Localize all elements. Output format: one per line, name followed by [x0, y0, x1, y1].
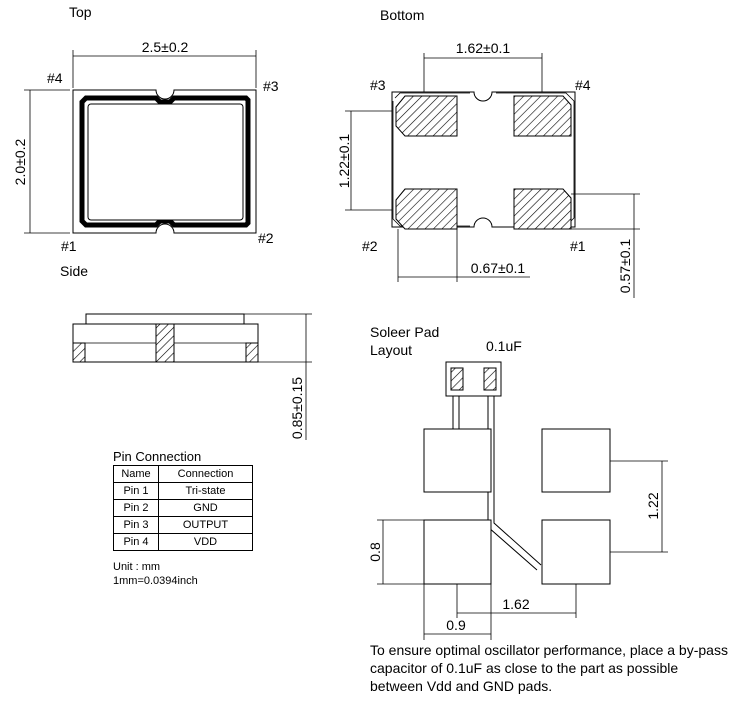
- top-body-outline: [72, 89, 257, 234]
- bottom-pad-1: [513, 188, 572, 230]
- layout-hpitch-dim: 1.62: [502, 596, 529, 612]
- bottom-pin4-label: #4: [575, 77, 591, 93]
- table-cell-connection: VDD: [158, 533, 253, 551]
- top-lid-outline: [79, 95, 251, 228]
- bottom-pad-4: [513, 95, 572, 137]
- bottom-pad-3: [395, 95, 458, 137]
- table-header-connection: Connection: [158, 465, 253, 483]
- table-row: Pin 3 OUTPUT: [113, 516, 253, 534]
- layout-padheight-dim: 0.8: [367, 542, 383, 562]
- trace-to-vdd: [452, 396, 460, 429]
- table-cell-pin: Pin 2: [113, 499, 159, 517]
- top-pin1-label: #1: [61, 238, 77, 254]
- bottom-pin1-label: #1: [570, 238, 586, 254]
- table-cell-pin: Pin 3: [113, 516, 159, 534]
- top-pin4-label: #4: [47, 70, 63, 86]
- layout-pad-top-right: [541, 428, 611, 493]
- top-pin3-label: #3: [263, 78, 279, 94]
- side-thickness-dim: 0.85±0.15: [289, 377, 305, 439]
- table-row: Pin 4 VDD: [113, 533, 253, 551]
- layout-vpitch-dim: 1.22: [645, 492, 661, 519]
- side-view: Side 0.85±0.15: [60, 263, 312, 440]
- table-cell-connection: Tri-state: [158, 482, 253, 500]
- top-view: Top 2.5±0.2 2.0±0.2 #4 #3 #1 #2: [12, 4, 279, 254]
- unit-conversion: 1mm=0.0394inch: [113, 575, 198, 587]
- side-terminal-center: [155, 323, 175, 363]
- table-cell-pin: Pin 4: [113, 533, 159, 551]
- bottom-padwidth-dim: 0.67±0.1: [471, 260, 526, 276]
- bottom-pad-2: [395, 188, 458, 230]
- bottom-vpitch-dim: 1.22±0.1: [336, 134, 352, 189]
- top-lid-inner: [87, 103, 244, 221]
- pad-layout-title-line1: Soleer Pad: [370, 324, 439, 340]
- bottom-pitch-dim: 1.62±0.1: [456, 40, 511, 56]
- trace-to-gnd: [487, 396, 542, 571]
- table-cell-connection: OUTPUT: [158, 516, 253, 534]
- layout-padwidth-dim: 0.9: [446, 617, 466, 633]
- table-row: Pin 1 Tri-state: [113, 482, 253, 500]
- pin-connection-title: Pin Connection: [113, 449, 201, 464]
- unit-label: Unit : mm: [113, 561, 160, 573]
- top-pin2-label: #2: [258, 230, 274, 246]
- bottom-pin3-label: #3: [370, 77, 386, 93]
- top-height-dim: 2.0±0.2: [12, 138, 28, 185]
- capacitor-pad-right: [483, 367, 497, 391]
- layout-pad-bottom-left: [423, 519, 492, 585]
- pad-layout-title-line2: Layout: [370, 342, 412, 358]
- top-view-title: Top: [69, 4, 92, 20]
- table-cell-connection: GND: [158, 499, 253, 517]
- pad-layout-title: Soleer Pad Layout: [370, 324, 443, 358]
- table-header-row: Name Connection: [113, 465, 253, 483]
- table-header-name: Name: [113, 465, 159, 483]
- bottom-view: Bottom 1.62±0.1 1.22±0.1 #3 #4 #2 #1 0.6…: [336, 7, 640, 298]
- side-terminal-left: [72, 342, 86, 363]
- pin-connection-table: Name Connection Pin 1 Tri-state Pin 2 GN…: [113, 465, 253, 551]
- layout-pad-top-left: [423, 428, 492, 493]
- table-row: Pin 2 GND: [113, 499, 253, 517]
- side-terminal-right: [245, 342, 259, 363]
- table-cell-pin: Pin 1: [113, 482, 159, 500]
- bottom-pin2-label: #2: [362, 238, 378, 254]
- side-lid: [85, 313, 245, 325]
- capacitor-label: 0.1uF: [486, 338, 522, 354]
- bottom-padheight-dim: 0.57±0.1: [617, 239, 633, 294]
- bottom-view-title: Bottom: [380, 7, 424, 23]
- top-width-dim: 2.5±0.2: [142, 39, 189, 55]
- capacitor-pad-left: [450, 367, 464, 391]
- layout-pad-bottom-right: [541, 519, 611, 585]
- side-view-title: Side: [60, 263, 88, 279]
- bypass-capacitor-note: To ensure optimal oscillator performance…: [370, 642, 728, 694]
- pad-layout: Soleer Pad Layout 0.1uF 1.22 0.8 1.62: [367, 324, 668, 640]
- bottom-body-outline: [391, 91, 576, 228]
